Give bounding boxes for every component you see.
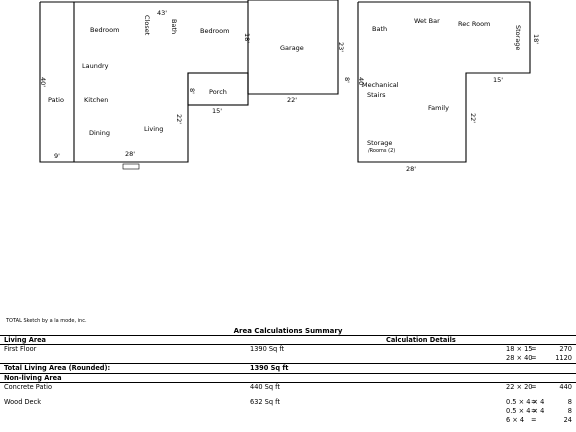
- room-patio: Patio: [48, 96, 64, 104]
- calc-value: 1120: [555, 354, 572, 362]
- wood-deck-row: Wood Deck 632 Sq ft 0.5 × 4 × 4 = 8: [0, 398, 576, 407]
- dim-porch-side: 8': [188, 88, 196, 94]
- first-floor-row: First Floor 1390 Sq ft 18 × 15 = 270: [0, 345, 576, 354]
- dim-porch-bottom: 15': [212, 107, 222, 115]
- room-family: Family: [428, 104, 449, 112]
- dim-living-right: 22': [175, 114, 183, 124]
- calc-value: 270: [559, 345, 572, 353]
- calc-expr: 22 × 20: [506, 383, 533, 391]
- calc-row: 28 × 40 = 1120: [0, 354, 576, 363]
- calc-row: 0.5 × 4 × 4 = 8: [0, 407, 576, 416]
- room-dining: Dining: [89, 129, 110, 137]
- dim-bottom: 28': [125, 150, 135, 158]
- calc-equals: =: [531, 416, 537, 424]
- dim-porch-right: 8': [343, 77, 351, 83]
- room-kitchen: Kitchen: [84, 96, 108, 104]
- dim-garage-left: 18': [243, 33, 251, 43]
- room-bath: Bath: [170, 19, 178, 34]
- area-calculations-summary: Area Calculations Summary Living Area Ca…: [0, 328, 576, 425]
- summary-title: Area Calculations Summary: [233, 327, 343, 335]
- calc-value: 8: [567, 407, 572, 415]
- entry-step: [122, 163, 140, 170]
- dim-lower-bottom: 28': [406, 165, 416, 173]
- calc-expr: 0.5 × 4 × 4: [506, 407, 545, 415]
- lower-level-plan: Bath Wet Bar Rec Room Storage Mechanical…: [357, 1, 540, 173]
- room-laundry: Laundry: [82, 62, 109, 70]
- room-garage: Garage: [280, 44, 304, 52]
- room-storage: Storage: [367, 139, 392, 147]
- concrete-patio-name: Concrete Patio: [4, 383, 52, 391]
- dim-garage-right: 23': [337, 42, 345, 52]
- dim-lower-right: 18': [532, 34, 540, 44]
- concrete-patio-area: 440 Sq ft: [250, 383, 280, 391]
- first-floor-outline: [39, 0, 339, 163]
- total-living-name: Total Living Area (Rounded):: [4, 364, 111, 372]
- dim-lower-left: 40': [357, 77, 365, 87]
- room-rec-room: Rec Room: [458, 20, 490, 28]
- calc-equals: =: [531, 354, 537, 362]
- calc-equals: =: [531, 398, 537, 406]
- sketch-credit: TOTAL Sketch by a la mode, inc.: [6, 318, 87, 324]
- first-floor-area: 1390 Sq ft: [250, 345, 285, 353]
- wood-deck-name: Wood Deck: [4, 398, 42, 406]
- room-stairs: Stairs: [367, 91, 386, 99]
- room-closet: Closet: [143, 15, 151, 36]
- dim-lower-inner: 22': [469, 113, 477, 123]
- room-bedroom-2: Bedroom: [200, 27, 229, 35]
- dim-garage-bottom: 22': [287, 96, 297, 104]
- calc-value: 8: [567, 398, 572, 406]
- wood-deck-area: 632 Sq ft: [250, 398, 280, 406]
- calc-equals: =: [531, 345, 537, 353]
- nonliving-area-header: Non-living Area: [0, 373, 576, 383]
- living-area-label: Living Area: [4, 336, 47, 344]
- total-living-area: 1390 Sq ft: [250, 364, 289, 372]
- lower-level-outline: [357, 1, 531, 163]
- nonliving-area-label: Non-living Area: [4, 374, 62, 382]
- floor-plan-sketch: Bedroom Closet Bath Bedroom Garage Laund…: [39, 0, 540, 173]
- dim-bottom-left: 9': [54, 152, 60, 160]
- calc-expr: 18 × 15: [506, 345, 533, 353]
- dim-lower-step: 15': [493, 76, 503, 84]
- room-bath-lower: Bath: [372, 25, 387, 33]
- living-area-header: Living Area Calculation Details: [0, 335, 576, 345]
- calc-equals: =: [531, 407, 537, 415]
- room-mechanical: Mechanical: [362, 81, 399, 89]
- dim-top: 43': [157, 9, 167, 17]
- calculation-details-label: Calculation Details: [386, 336, 456, 344]
- first-floor-plan: Bedroom Closet Bath Bedroom Garage Laund…: [39, 0, 351, 170]
- dim-left: 40': [39, 77, 47, 87]
- concrete-patio-row: Concrete Patio 440 Sq ft 22 × 20 = 440: [0, 383, 576, 392]
- room-wet-bar: Wet Bar: [414, 17, 440, 25]
- room-bedroom-1: Bedroom: [90, 26, 119, 34]
- room-storage-side: Storage: [514, 25, 522, 50]
- calc-expr: 28 × 40: [506, 354, 533, 362]
- calc-expr: 6 × 4: [506, 416, 525, 424]
- calc-value: 440: [559, 383, 572, 391]
- total-living-row: Total Living Area (Rounded): 1390 Sq ft: [0, 363, 576, 373]
- room-living: Living: [144, 125, 163, 133]
- calc-equals: =: [531, 383, 537, 391]
- room-porch: Porch: [209, 88, 227, 96]
- room-storage-note: /Rooms (2): [368, 148, 395, 154]
- calc-value: 24: [563, 416, 572, 424]
- calc-row: 6 × 4 = 24: [0, 416, 576, 425]
- first-floor-name: First Floor: [4, 345, 37, 353]
- calc-expr: 0.5 × 4 × 4: [506, 398, 545, 406]
- porch-outline: [187, 72, 249, 106]
